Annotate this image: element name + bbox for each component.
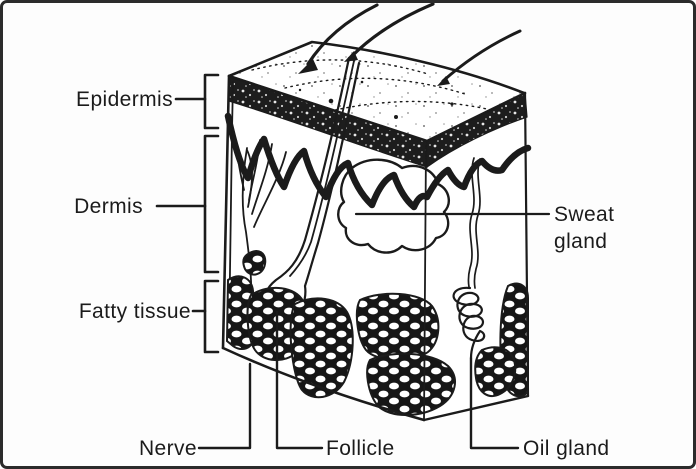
epidermis-bracket <box>203 73 220 130</box>
labels: Epidermis Dermis Fatty tissue Nerve Foll… <box>74 88 614 460</box>
gland-coil <box>452 286 486 360</box>
follicle-leader-line <box>275 310 324 450</box>
top-face-texture-lines <box>251 59 501 113</box>
sweat-gland-label-line1: Sweat <box>554 203 614 226</box>
sweat-duct-and-coil <box>452 157 486 360</box>
fatty-tissue-bracket <box>203 279 220 354</box>
top-face-stipple <box>229 42 524 141</box>
nerve-leader-line <box>197 362 252 450</box>
skin-block <box>221 40 532 422</box>
dermis-bracket <box>203 134 220 274</box>
arrowhead-icon <box>298 59 318 74</box>
hair-icon <box>344 3 435 62</box>
oil-gland-label: Oil gland <box>523 437 609 460</box>
fatty-tissue-label: Fatty tissue <box>79 300 191 323</box>
follicle-label: Follicle <box>326 437 395 460</box>
epidermis-label: Epidermis <box>76 88 173 111</box>
oil-gland-leader-line <box>469 356 520 450</box>
arrow-hair <box>298 3 379 74</box>
callout-lines <box>155 73 551 450</box>
epidermis-band-front <box>228 75 428 168</box>
sweat-gland-label-line2: gland <box>554 230 607 253</box>
hair-icon <box>437 29 522 86</box>
sweat-gland-blob <box>337 158 450 254</box>
dermis-label: Dermis <box>74 195 143 218</box>
skin-diagram: Epidermis Dermis Fatty tissue Nerve Foll… <box>74 3 614 460</box>
nerve-label: Nerve <box>139 437 197 460</box>
epidermis-band-right <box>426 92 528 169</box>
hairs <box>298 3 522 86</box>
